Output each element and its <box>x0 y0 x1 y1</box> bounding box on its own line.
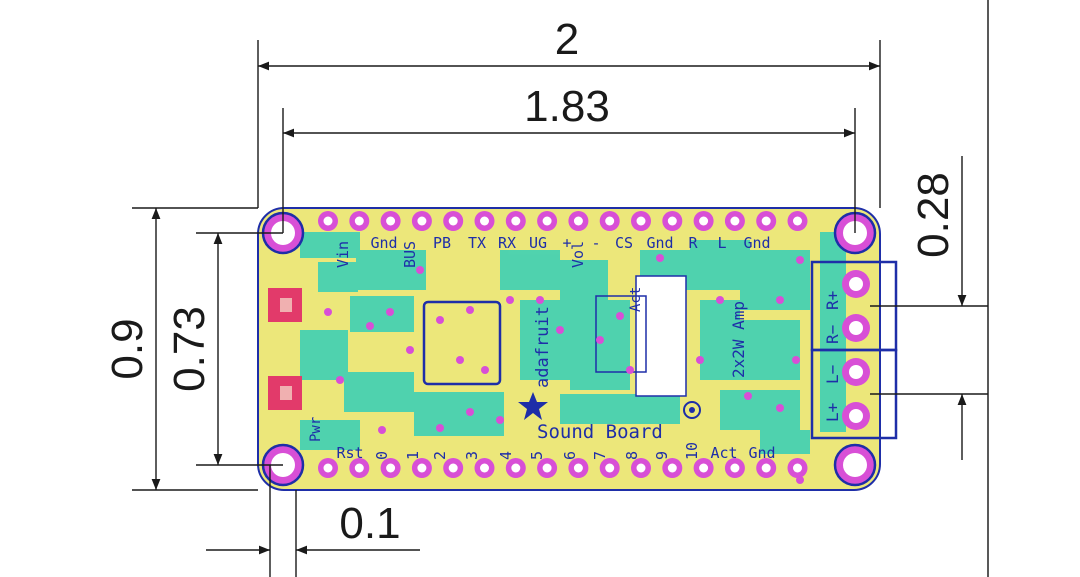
bottom-pin-label: 1 <box>404 451 422 460</box>
bottom-header-pad-hole <box>573 463 583 473</box>
bottom-pin-label: 3 <box>463 451 481 460</box>
top-pin-label: R <box>688 234 698 252</box>
bottom-header-pad-hole <box>354 463 364 473</box>
top-header-pad-hole <box>793 216 802 226</box>
pwr-label: Pwr <box>308 417 324 442</box>
top-header-pad-hole <box>480 216 489 226</box>
main-chip <box>422 300 502 386</box>
bottom-header-pad-hole <box>699 463 709 473</box>
bottom-pin-label: Rst <box>336 444 363 462</box>
top-header-pad-hole <box>667 216 677 226</box>
top-pin-label: Vin <box>334 241 352 268</box>
dim-label-edge-offset: 0.1 <box>339 499 400 548</box>
bottom-pin-label: Act <box>710 444 737 462</box>
bottom-header-pads <box>318 458 808 478</box>
dim-label-hole-width: 1.83 <box>524 82 610 131</box>
top-pin-label: L <box>717 234 726 252</box>
bottom-header-pad-hole <box>793 463 802 473</box>
top-header-pad-hole <box>323 216 333 226</box>
top-header-pad-hole <box>605 216 615 226</box>
bottom-header-pad-hole <box>667 463 677 473</box>
top-pin-label: Gnd <box>370 234 397 252</box>
top-pin-label: Gnd <box>646 234 673 252</box>
bottom-pin-label: 8 <box>623 451 641 460</box>
bottom-pin-label: 7 <box>591 451 609 460</box>
terminal-label-l-minus: L− <box>823 365 842 384</box>
top-header-pad-hole <box>511 216 521 226</box>
dim-label-hole-height: 0.73 <box>165 306 214 392</box>
bottom-pin-label: 2 <box>431 451 449 460</box>
bottom-header-pad-hole <box>730 463 740 473</box>
top-header-pad-hole <box>636 216 646 226</box>
top-pin-label: Gnd <box>743 234 770 252</box>
dim-label-overall-width: 2 <box>555 15 579 64</box>
top-header-pad-hole <box>386 216 396 226</box>
top-pin-label: + <box>562 234 571 252</box>
terminal-label-r-plus: R+ <box>823 291 842 310</box>
bottom-header-pad-hole <box>386 463 396 473</box>
amp-label: 2x2W Amp <box>729 301 748 378</box>
bottom-header-pad-hole <box>636 463 646 473</box>
amp-chip <box>595 295 647 373</box>
bottom-header-pad-hole <box>542 463 552 473</box>
top-pin-label: RX <box>498 234 516 252</box>
top-pin-label: BUS <box>401 241 419 268</box>
top-pin-label: TX <box>468 234 486 252</box>
top-header-pad-hole <box>730 216 740 226</box>
top-header-pad-hole <box>573 216 583 226</box>
top-header-pad-hole <box>542 216 552 226</box>
red-pad-bottom-inner <box>280 386 292 400</box>
top-header-pads <box>318 211 808 231</box>
top-pin-label: - <box>591 234 600 252</box>
terminal-label-r-minus: R− <box>823 325 842 344</box>
bottom-header-pad-hole <box>480 463 489 473</box>
bottom-pin-label: 4 <box>497 451 515 460</box>
fiducial-icon <box>683 401 701 419</box>
top-header-pad-hole <box>448 216 458 226</box>
top-pin-label: CS <box>615 234 633 252</box>
bottom-header-pad-hole <box>511 463 521 473</box>
bottom-header-pad-hole <box>448 463 458 473</box>
adafruit-logo-text: adafruit <box>533 306 553 388</box>
adafruit-star-icon <box>518 392 548 420</box>
bottom-header-pad-hole <box>417 463 427 473</box>
terminal-label-l-plus: L+ <box>823 403 842 422</box>
top-header-pad-hole <box>699 216 709 226</box>
act-label: Act <box>628 287 644 312</box>
bottom-pin-label: Gnd <box>748 444 775 462</box>
bottom-pin-label: 0 <box>373 451 391 460</box>
bottom-pin-label: 10 <box>683 442 701 460</box>
top-pin-label: UG <box>529 234 547 252</box>
bottom-pin-label: 9 <box>653 451 671 460</box>
bottom-header-pad-hole <box>605 463 615 473</box>
bottom-header-pad-hole <box>323 463 333 473</box>
vias <box>324 254 804 484</box>
top-pin-label: Vol <box>569 241 587 268</box>
bottom-pin-label: 6 <box>561 451 579 460</box>
top-header-pad-hole <box>354 216 364 226</box>
top-header-pad-hole <box>417 216 427 226</box>
bottom-pin-label: 5 <box>528 451 546 460</box>
dim-label-overall-height: 0.9 <box>103 318 152 379</box>
bottom-header-pad-hole <box>761 463 771 473</box>
dimensions <box>132 40 988 577</box>
top-pin-label: PB <box>433 234 451 252</box>
dim-label-terminal-pitch: 0.28 <box>909 172 958 258</box>
top-header-pad-hole <box>761 216 771 226</box>
red-pad-top-inner <box>280 298 292 312</box>
product-name: Sound Board <box>537 421 663 443</box>
